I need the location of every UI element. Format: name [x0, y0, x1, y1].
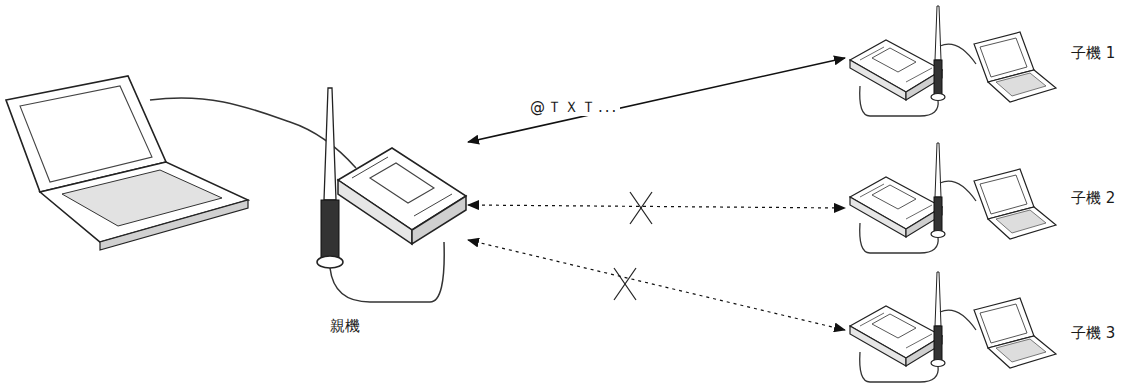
modem-panel	[370, 163, 434, 203]
modem-side	[412, 196, 466, 244]
parent-station: 親機	[300, 85, 468, 347]
no-link-mark	[614, 268, 636, 300]
child-station: 子機 3	[845, 270, 1133, 386]
failed-radio-link	[468, 205, 845, 208]
no-link-mark	[630, 192, 652, 224]
antenna-cable	[330, 242, 444, 302]
no-link-mark	[630, 192, 652, 224]
child-station: 子機 1	[845, 4, 1133, 114]
station-label: 子機 2	[1071, 189, 1115, 207]
laptop-display	[20, 86, 152, 182]
modem-detail	[414, 194, 452, 216]
failed-radio-link	[468, 240, 845, 330]
antenna-base	[317, 256, 343, 268]
antenna-grip	[321, 200, 339, 258]
station-label: 親機	[330, 317, 360, 335]
command-label: @ＴＸＴ...	[528, 98, 620, 116]
no-link-mark	[614, 268, 636, 300]
child-station: 子機 2	[845, 141, 1133, 251]
radio-link	[468, 58, 845, 142]
station-label: 子機 1	[1071, 44, 1115, 62]
laptop-edge	[100, 200, 248, 250]
station-label: 子機 3	[1071, 324, 1115, 342]
antenna-rod	[324, 88, 336, 200]
modem-detail	[352, 157, 388, 178]
